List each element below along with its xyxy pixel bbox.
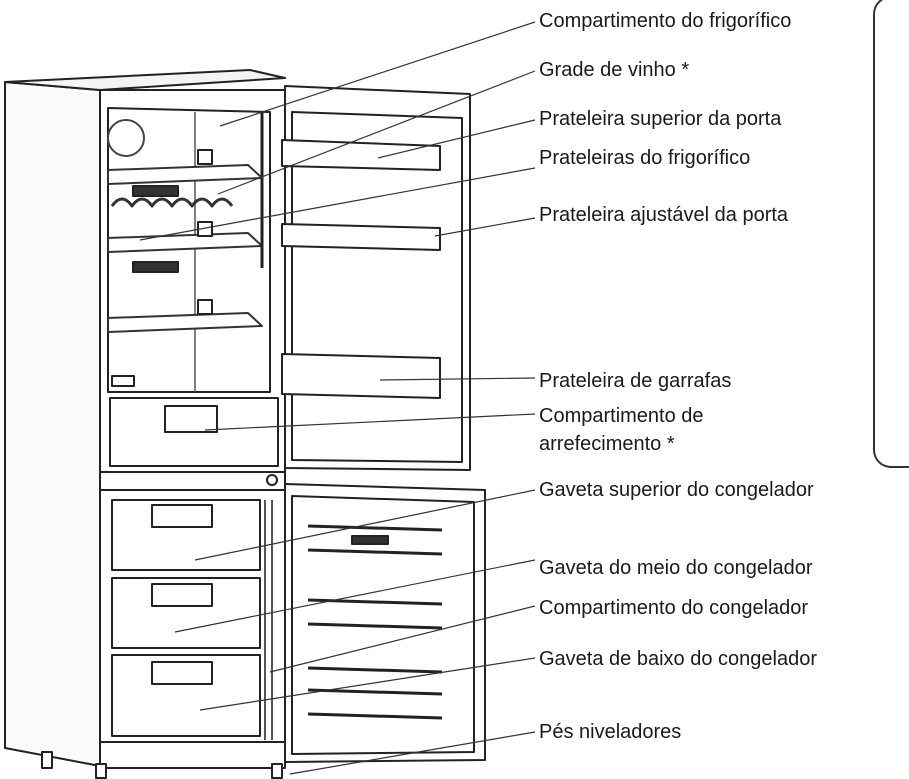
label-fridge-shelves: Prateleiras do frigorífico bbox=[539, 147, 751, 169]
foot-right bbox=[271, 763, 283, 779]
cabinet-side-panel bbox=[4, 81, 101, 767]
foot-left bbox=[41, 751, 53, 769]
label-bottom-freezer-drawer: Gaveta de baixo do congelador bbox=[539, 648, 817, 670]
label-leveling-feet: Pés niveladores bbox=[539, 721, 682, 743]
side-panel-frame bbox=[873, 0, 909, 468]
label-chiller-compartment-line2: arrefecimento * bbox=[539, 433, 675, 455]
freezer-drawers-group bbox=[111, 499, 273, 740]
fan-cover bbox=[107, 119, 145, 157]
wine-rack-shape bbox=[110, 197, 234, 208]
label-wine-rack: Grade de vinho * bbox=[539, 59, 690, 81]
label-adjustable-door-shelf: Prateleira ajustável da porta bbox=[539, 204, 789, 226]
leader-lines bbox=[139, 21, 536, 775]
label-fridge-compartment: Compartimento do frigorífico bbox=[539, 10, 792, 32]
label-bottle-shelf: Prateleira de garrafas bbox=[539, 370, 732, 392]
label-middle-freezer-drawer: Gaveta do meio do congelador bbox=[539, 557, 813, 579]
label-upper-freezer-drawer: Gaveta superior do congelador bbox=[539, 479, 814, 501]
label-chiller-compartment-line1: Compartimento de bbox=[539, 405, 704, 427]
foot-mid bbox=[95, 763, 107, 779]
door-shelves-group bbox=[281, 139, 441, 399]
cabinet-top bbox=[4, 69, 286, 91]
label-upper-door-shelf: Prateleira superior da porta bbox=[539, 108, 782, 130]
label-freezer-compartment: Compartimento do congelador bbox=[539, 597, 809, 619]
